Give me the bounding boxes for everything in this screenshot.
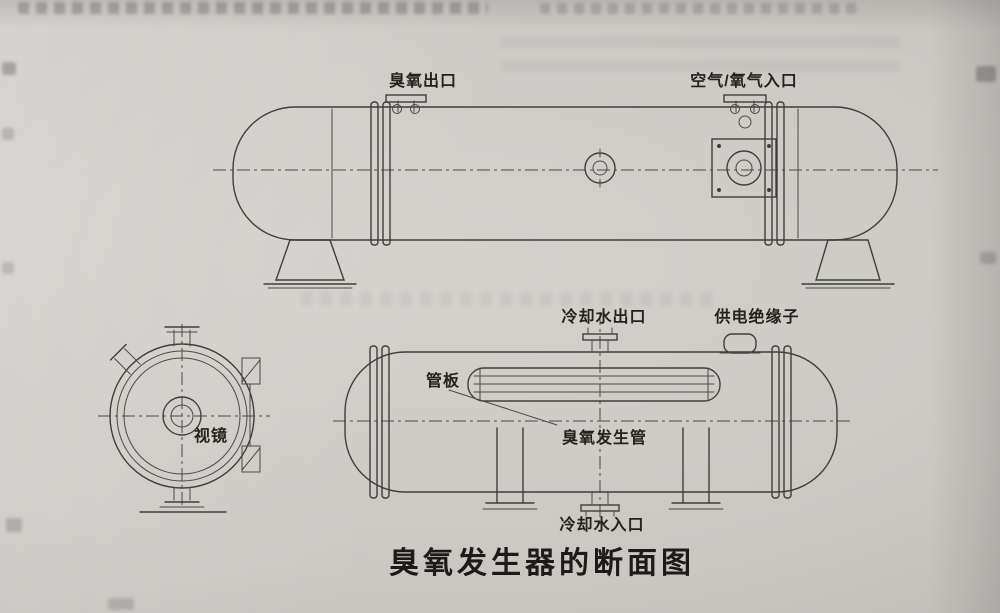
bottom-side-view	[333, 312, 852, 528]
tube-sheet-leader-line	[448, 389, 558, 426]
label-cooling-water-inlet: 冷却水入口	[559, 515, 644, 534]
support-leg-right	[668, 427, 724, 510]
air-oxygen-inlet-nozzle	[723, 94, 767, 129]
label-air-oxygen-inlet: 空气/氧气入口	[690, 71, 797, 90]
girth-flange-right	[771, 345, 792, 499]
label-cooling-water-outlet: 冷却水出口	[561, 307, 646, 326]
ozone-outlet-nozzle	[385, 94, 427, 114]
bottom-stub-nozzle	[139, 486, 227, 513]
support-saddle-left	[263, 239, 357, 289]
label-sight-glass: 视镜	[194, 426, 228, 445]
label-tube-sheet: 管板	[426, 371, 460, 390]
end-view	[98, 324, 270, 513]
label-ozone-outlet: 臭氧出口	[389, 71, 457, 90]
cooling-water-inlet-nozzle	[580, 491, 620, 517]
support-saddle-right	[801, 239, 895, 289]
girth-flange-right	[764, 101, 785, 246]
vessel-shell	[344, 351, 838, 493]
cooling-water-outlet-nozzle	[582, 327, 618, 353]
square-flange-fitting	[711, 138, 777, 198]
center-fitting	[584, 148, 616, 188]
vessel-shell	[232, 106, 898, 241]
label-ozone-generating-tube: 臭氧发生管	[562, 428, 647, 447]
girth-flange-left	[370, 101, 391, 246]
power-insulator-fitting	[719, 333, 761, 354]
support-leg-left	[482, 427, 538, 510]
top-side-view	[213, 94, 938, 289]
sight-glass-port	[162, 396, 202, 436]
diagram-caption: 臭氧发生器的断面图	[389, 547, 695, 580]
girth-flange-left	[369, 345, 390, 499]
label-power-insulator: 供电绝缘子	[713, 307, 799, 326]
top-stub-nozzle	[164, 326, 200, 347]
diagram-labels: 臭氧出口 空气/氧气入口 冷却水出口 供电绝缘子 管板 臭氧发生管 视镜 冷却水…	[194, 71, 799, 580]
ozone-tube-bundle	[467, 367, 721, 402]
side-lugs	[241, 357, 261, 473]
vessel-head-circles	[109, 343, 255, 489]
diagonal-stub-nozzle	[109, 343, 141, 375]
